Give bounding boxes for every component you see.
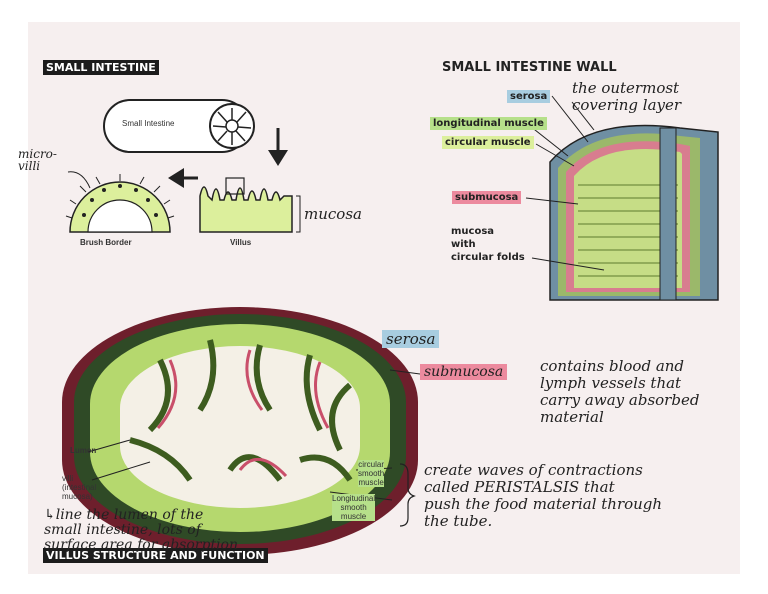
heading-small-intestine: SMALL INTESTINE	[43, 60, 159, 75]
heading-intestine-wall: SMALL INTESTINE WALL	[442, 60, 617, 75]
submucosa-label: submucosa	[452, 191, 521, 204]
section-serosa-label: serosa	[382, 330, 439, 348]
peristalsis-note: create waves of contractions called PERI…	[424, 462, 662, 530]
section-submucosa-label: submucosa	[420, 364, 507, 380]
circular-muscle-label: circular muscle	[442, 136, 534, 149]
serosa-label: serosa	[507, 90, 550, 103]
circular-smooth-muscle-label: circular smooth muscle	[358, 460, 384, 487]
lumen-label: Lumen	[70, 446, 96, 455]
longitudinal-muscle-label: longitudinal muscle	[430, 117, 547, 130]
arrow-down-icon	[268, 128, 288, 166]
villus-label: Villus	[230, 238, 251, 247]
arrow-left-icon	[168, 168, 198, 188]
mucosa-circular-folds-label: mucosa with circular folds	[448, 224, 528, 265]
serosa-note: the outermost covering layer	[572, 80, 681, 114]
submucosa-note: contains blood and lymph vessels that ca…	[540, 358, 699, 426]
tube-label: Small Intestine	[122, 119, 174, 128]
villi-note: ↳line the lumen of the small intestine, …	[44, 508, 238, 553]
microvilli-pointer	[68, 172, 90, 188]
mucosa-handwritten-label: mucosa	[304, 205, 362, 223]
villi-label: villi (intestinal mucosa)	[62, 474, 96, 501]
brush-border-drawing	[66, 174, 174, 232]
intestine-wall-drawing	[550, 126, 718, 300]
brush-border-label: Brush Border	[80, 238, 132, 247]
microvilli-label: micro- villi	[18, 148, 57, 172]
villus-drawing	[200, 178, 300, 232]
longitudinal-smooth-muscle-label: Longitudinal smooth muscle	[332, 494, 375, 521]
